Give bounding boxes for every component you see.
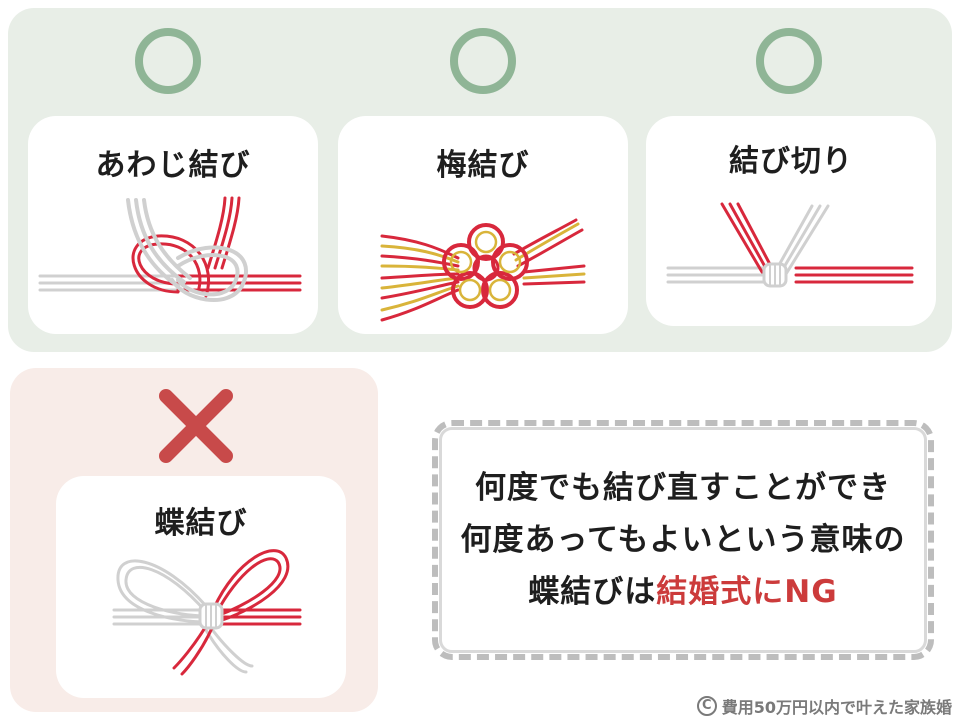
musubikiri-knot-label: 結び切り	[729, 144, 853, 179]
awaji-knot-icon	[38, 196, 302, 303]
explanation-ng-accent: 結婚式にNG	[656, 574, 838, 610]
explanation-line-1: 何度でも結び直すことができ	[475, 470, 891, 506]
chou-knot-label: 蝶結び	[154, 506, 248, 541]
explanation-line-2: 何度あってもよいという意味の	[460, 522, 906, 558]
copyright-icon: C	[696, 696, 717, 716]
circle-mark-icon	[756, 28, 822, 94]
awaji-knot-label: あわじ結び	[95, 148, 251, 183]
chou-knot-card: 蝶結び	[56, 476, 346, 698]
ume-knot-card: 梅結び	[338, 116, 628, 334]
copyright-credit: C 費用50万円以内で叶えた家族婚	[696, 693, 952, 719]
musubikiri-knot-icon	[666, 202, 914, 288]
explanation-line-3: 蝶結びは結婚式にNG	[528, 566, 837, 618]
credit-text: 費用50万円以内で叶えた家族婚	[721, 698, 952, 717]
ume-knot-icon	[380, 218, 586, 322]
chou-knot-icon	[112, 549, 302, 676]
ume-knot-label: 梅結び	[436, 148, 530, 183]
musubikiri-knot-card: 結び切り	[646, 116, 936, 326]
explanation-line-3-prefix: 蝶結びは	[528, 574, 657, 610]
circle-mark-icon	[450, 28, 516, 94]
cross-mark-icon	[159, 389, 233, 463]
circle-mark-icon	[135, 28, 201, 94]
awaji-knot-card: あわじ結び	[28, 116, 318, 334]
explanation-box: 何度でも結び直すことができ 何度あってもよいという意味の 蝶結びは結婚式にNG	[432, 420, 934, 660]
